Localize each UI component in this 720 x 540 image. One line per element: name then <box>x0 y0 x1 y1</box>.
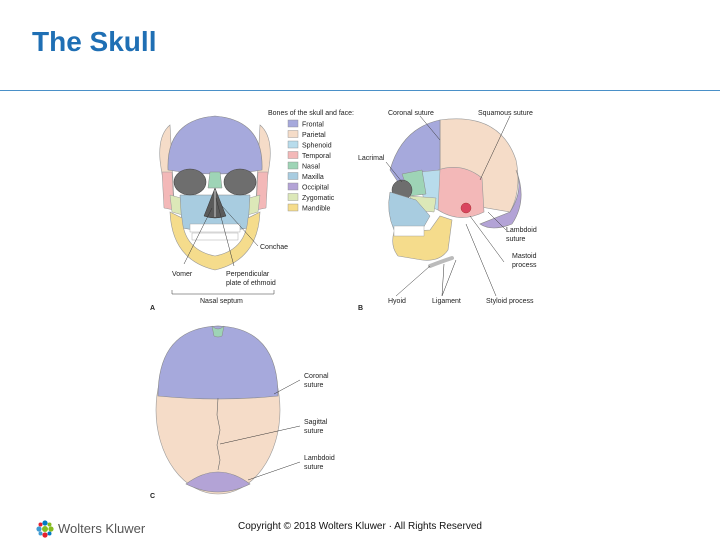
copyright-notice: Copyright © 2018 Wolters Kluwer · All Ri… <box>238 521 482 532</box>
c-label-coronal: Coronal <box>304 373 329 380</box>
b-hyoid-leader <box>395 265 431 297</box>
a-conchae-leader <box>221 205 259 247</box>
a-vomer-leader <box>183 207 213 265</box>
b-teeth <box>393 225 425 237</box>
a-label-plate-of-ethmoid: plate of ethmoid <box>226 280 276 287</box>
skull-figure: Conchae Vomer Perpendicular plate of eth… <box>150 110 537 500</box>
b-coronal-leader <box>419 115 441 141</box>
slide-title: The Skull <box>32 26 157 57</box>
a-teeth-lower <box>191 232 239 241</box>
a-label-vomer: Vomer <box>172 271 193 278</box>
c-label-lambdoid: Lambdoid <box>304 455 335 462</box>
b-label-ligament: Ligament <box>432 298 461 305</box>
b-label-mastoid-process: process <box>512 262 537 269</box>
b-maxilla <box>388 191 431 231</box>
legend-label-temporal: Temporal <box>302 153 331 160</box>
b-external-auditory-meatus <box>460 202 472 214</box>
panel-a-anterior-skull: Conchae Vomer Perpendicular plate of eth… <box>150 115 288 312</box>
legend-swatch-maxilla <box>287 172 299 180</box>
c-label-coronal-suture: suture <box>304 382 324 389</box>
a-label-conchae: Conchae <box>260 244 288 251</box>
a-orbit-right <box>223 168 257 196</box>
a-orbit-left <box>173 168 207 196</box>
a-septum-bracket <box>171 290 275 295</box>
b-squamous-leader <box>479 115 511 181</box>
legend-label-maxilla: Maxilla <box>302 174 324 181</box>
b-temporal-bone <box>437 167 485 218</box>
legend-heading: Bones of the skull and face: <box>268 110 354 117</box>
panel-b-lateral-skull: Coronal suture Squamous suture Lacrimal … <box>358 110 537 312</box>
a-panel-letter: A <box>150 305 155 312</box>
b-ligament-leader-1 <box>441 263 445 297</box>
b-label-lambdoid-suture: suture <box>506 236 526 243</box>
wolters-kluwer-logo: Wolters Kluwer <box>36 518 186 540</box>
c-label-lambdoid-suture: suture <box>304 464 324 471</box>
legend-swatch-sphenoid <box>287 140 299 149</box>
b-label-lacrimal: Lacrimal <box>358 155 385 162</box>
c-label-sagittal: Sagittal <box>304 419 328 426</box>
legend-label-nasal: Nasal <box>302 164 320 171</box>
a-mandible <box>169 211 261 271</box>
b-lacrimal-leader <box>385 161 403 183</box>
legend-label-zygomatic: Zygomatic <box>302 195 335 202</box>
a-frontal-bone <box>167 115 263 175</box>
legend-label-mandible: Mandible <box>302 206 331 213</box>
legend-swatch-mandible <box>287 203 299 212</box>
c-label-sagittal-suture: suture <box>304 428 324 435</box>
legend-swatch-frontal <box>287 119 299 128</box>
a-nasal-bone <box>207 171 223 189</box>
a-perp-leader <box>215 197 235 267</box>
b-label-styloid-process: Styloid process <box>486 298 534 305</box>
legend-swatch-occipital <box>287 182 299 191</box>
c-panel-letter: C <box>150 493 155 500</box>
legend-label-sphenoid: Sphenoid <box>302 143 332 150</box>
title-divider <box>0 90 720 91</box>
c-occipital-bone <box>185 471 251 493</box>
c-coronal-leader <box>273 379 301 395</box>
b-label-mastoid: Mastoid <box>512 253 537 260</box>
b-mandible <box>392 215 453 261</box>
b-panel-letter: B <box>358 305 363 312</box>
legend-label-occipital: Occipital <box>302 185 329 192</box>
wolters-kluwer-logo-icon <box>36 520 54 538</box>
b-label-coronal-suture: Coronal suture <box>388 110 434 117</box>
b-lambdoid-leader <box>487 211 507 231</box>
b-hyoid-bone <box>428 256 454 268</box>
c-sagittal-leader <box>219 425 301 445</box>
legend-swatch-temporal <box>287 151 299 159</box>
legend-label-parietal: Parietal <box>302 132 326 139</box>
b-occipital-bone <box>479 169 522 229</box>
legend-swatch-nasal <box>287 161 299 170</box>
b-styloid-leader <box>465 223 497 297</box>
a-label-nasal-septum: Nasal septum <box>200 298 243 305</box>
logo-text: Wolters Kluwer <box>58 521 146 536</box>
bones-legend: Bones of the skull and face: FrontalPari… <box>268 110 354 213</box>
c-lambdoid-leader <box>247 461 301 481</box>
a-label-perpendicular: Perpendicular <box>226 271 270 278</box>
b-ligament-leader-2 <box>441 259 457 297</box>
b-label-hyoid: Hyoid <box>388 298 406 305</box>
c-nasal-bone <box>211 325 225 338</box>
legend-swatch-parietal <box>287 130 299 138</box>
legend-swatch-zygomatic <box>287 193 299 201</box>
a-teeth-upper <box>189 223 241 233</box>
b-mastoid-leader <box>469 215 505 263</box>
panel-c-superior-skull: Coronal suture Sagittal suture Lambdoid … <box>150 325 335 500</box>
legend-label-frontal: Frontal <box>302 122 324 129</box>
b-label-squamous-suture: Squamous suture <box>478 110 533 117</box>
c-sagittal-suture-line <box>216 397 221 471</box>
b-label-lambdoid: Lambdoid <box>506 227 537 234</box>
